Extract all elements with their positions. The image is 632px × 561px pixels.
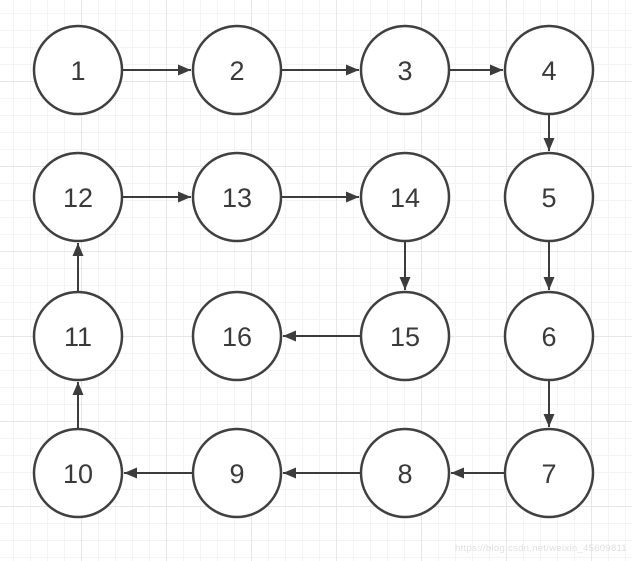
node-circle-13 [191,151,283,243]
node-label-1: 1 [70,56,85,86]
flow-node-11: 11 [32,290,124,382]
node-circle-11 [32,290,124,382]
node-label-10: 10 [63,459,93,489]
node-circle-4 [503,24,595,116]
node-circle-6 [503,290,595,382]
flow-node-7: 7 [503,427,595,519]
node-label-5: 5 [541,183,556,213]
flow-node-5: 5 [503,151,595,243]
node-circle-10 [32,427,124,519]
flow-node-8: 8 [359,427,451,519]
flow-node-1: 1 [32,24,124,116]
watermark-url: https://blog.csdn.net/weixin_45609811 [454,543,627,554]
flow-node-3: 3 [359,24,451,116]
flow-node-10: 10 [32,427,124,519]
node-label-16: 16 [222,322,252,352]
node-label-9: 9 [229,459,244,489]
flow-node-12: 12 [32,151,124,243]
flow-node-9: 9 [191,427,283,519]
node-label-15: 15 [390,322,420,352]
node-circle-5 [503,151,595,243]
node-label-2: 2 [229,56,244,86]
node-circle-15 [359,290,451,382]
node-label-7: 7 [541,459,556,489]
node-circle-1 [32,24,124,116]
node-circle-3 [359,24,451,116]
node-label-11: 11 [64,322,92,352]
flow-node-6: 6 [503,290,595,382]
node-label-3: 3 [397,56,412,86]
node-circle-14 [359,151,451,243]
node-circle-7 [503,427,595,519]
node-circle-12 [32,151,124,243]
node-label-13: 13 [222,183,252,213]
node-label-14: 14 [390,183,420,213]
flow-node-15: 15 [359,290,451,382]
node-label-4: 4 [541,56,556,86]
node-circle-16 [191,290,283,382]
node-circle-2 [191,24,283,116]
node-label-6: 6 [541,322,556,352]
node-circle-8 [359,427,451,519]
node-circle-9 [191,427,283,519]
node-label-8: 8 [397,459,412,489]
flow-node-4: 4 [503,24,595,116]
flow-node-2: 2 [191,24,283,116]
flow-node-14: 14 [359,151,451,243]
flow-node-13: 13 [191,151,283,243]
node-label-12: 12 [63,183,93,213]
flow-node-16: 16 [191,290,283,382]
